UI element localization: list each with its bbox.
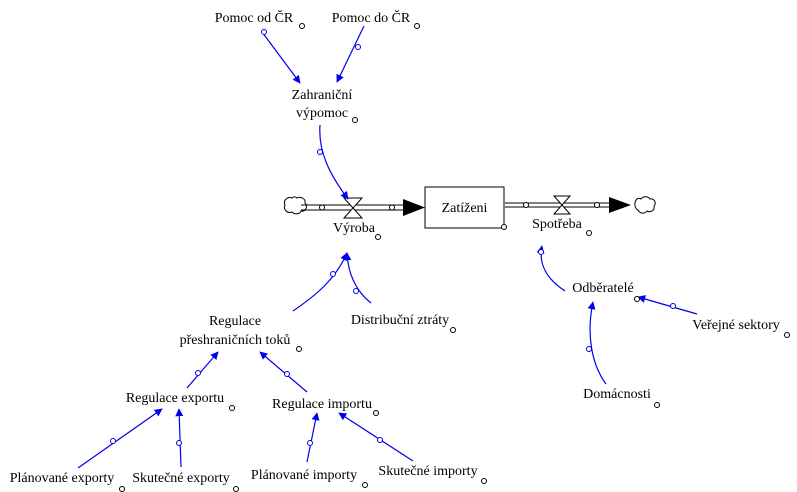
- label-handle[interactable]: [654, 402, 660, 408]
- pipe-handle[interactable]: [389, 204, 395, 211]
- link-plan-import-to-reg-import[interactable]: [306, 412, 320, 463]
- valve-icon[interactable]: [552, 195, 572, 215]
- stock-zatizeni[interactable]: Zatíženi: [424, 186, 507, 230]
- link-reg-import-to-regulace[interactable]: [259, 351, 308, 393]
- svg-text:Skutečné importy: Skutečné importy: [378, 464, 477, 479]
- flow-label-spotreba[interactable]: Spotřeba: [532, 217, 583, 232]
- label-handle[interactable]: [481, 478, 487, 484]
- svg-text:Regulace exportu: Regulace exportu: [126, 391, 224, 406]
- inflow-pipe: [284, 196, 425, 219]
- flow-arrow-icon: [403, 199, 425, 216]
- link-skut-export-to-reg-export[interactable]: [175, 408, 184, 468]
- label-handle[interactable]: [299, 23, 305, 29]
- variable-regulace-importu[interactable]: Regulace importu: [272, 397, 379, 416]
- stock-label: Zatíženi: [442, 201, 488, 216]
- svg-text:Veřejné sektory: Veřejné sektory: [692, 318, 779, 333]
- link-skut-import-to-reg-import[interactable]: [338, 412, 414, 462]
- link-zahranicni-to-vyroba[interactable]: [317, 124, 349, 200]
- flow-arrow-icon: [609, 197, 631, 213]
- svg-text:přeshraničních toků: přeshraničních toků: [180, 333, 291, 348]
- svg-text:Zahraniční: Zahraniční: [292, 88, 353, 103]
- label-handle[interactable]: [373, 410, 379, 416]
- label-handle[interactable]: [229, 405, 235, 411]
- svg-text:Plánované exporty: Plánované exporty: [10, 471, 115, 486]
- label-handle[interactable]: [634, 296, 640, 302]
- label-handle[interactable]: [586, 230, 592, 236]
- svg-text:Pomoc od ČR: Pomoc od ČR: [215, 9, 294, 26]
- link-regulace-to-vyroba[interactable]: [292, 252, 348, 312]
- label-handle[interactable]: [450, 327, 456, 333]
- svg-text:Plánované importy: Plánované importy: [251, 468, 357, 483]
- label-handle[interactable]: [352, 117, 358, 123]
- link-plan-export-to-reg-export[interactable]: [77, 408, 163, 469]
- link-handle[interactable]: [670, 303, 676, 309]
- svg-text:Odběratelé: Odběratelé: [572, 281, 633, 296]
- link-distribucni-to-vyroba[interactable]: [343, 252, 372, 304]
- link-handle[interactable]: [195, 370, 201, 376]
- link-handle[interactable]: [355, 44, 361, 50]
- label-handle[interactable]: [296, 346, 302, 352]
- link-pomoc-do-to-zahranicni[interactable]: [336, 25, 365, 83]
- pipe-handle[interactable]: [523, 202, 529, 208]
- link-reg-export-to-regulace[interactable]: [186, 351, 219, 389]
- variable-planovane-exporty[interactable]: Plánované exporty: [10, 471, 125, 492]
- variable-zahranicni-vypomoc[interactable]: Zahraniční výpomoc: [292, 88, 358, 123]
- link-odberatele-to-spotreba[interactable]: [536, 245, 566, 292]
- svg-text:Regulace: Regulace: [209, 314, 261, 329]
- link-handle[interactable]: [586, 346, 592, 352]
- label-handle[interactable]: [784, 332, 790, 338]
- variable-regulace-preshranicnich-toku[interactable]: Regulace přeshraničních toků: [180, 314, 302, 352]
- sink-cloud-icon: [634, 196, 656, 214]
- source-cloud-icon: [284, 196, 307, 215]
- link-domacnosti-to-odberatele[interactable]: [586, 301, 607, 385]
- variable-planovane-importy[interactable]: Plánované importy: [251, 468, 368, 488]
- label-handle[interactable]: [414, 23, 420, 29]
- svg-text:Skutečné exporty: Skutečné exporty: [132, 471, 230, 486]
- stock-handle[interactable]: [501, 224, 507, 230]
- link-pomoc-od-to-zahranicni[interactable]: [261, 29, 301, 84]
- valve-icon[interactable]: [342, 197, 364, 219]
- pipe-handle[interactable]: [594, 202, 600, 208]
- link-handle[interactable]: [176, 440, 182, 446]
- variable-distribucni-ztraty[interactable]: Distribuční ztráty: [351, 313, 456, 333]
- variable-verejne-sektory[interactable]: Veřejné sektory: [692, 318, 790, 338]
- link-handle[interactable]: [110, 438, 116, 444]
- link-handle[interactable]: [307, 440, 313, 446]
- variable-regulace-exportu[interactable]: Regulace exportu: [126, 391, 235, 411]
- label-handle[interactable]: [119, 486, 125, 492]
- link-handle[interactable]: [317, 149, 323, 155]
- label-handle[interactable]: [362, 482, 368, 488]
- svg-text:Distribuční ztráty: Distribuční ztráty: [351, 313, 449, 328]
- label-handle[interactable]: [233, 486, 239, 492]
- variable-odberatele[interactable]: Odběratelé: [572, 281, 633, 296]
- variable-skutecne-importy[interactable]: Skutečné importy: [378, 464, 487, 484]
- flow-label-vyroba[interactable]: Výroba: [333, 221, 376, 236]
- link-handle[interactable]: [353, 288, 359, 294]
- svg-text:výpomoc: výpomoc: [296, 106, 348, 121]
- variable-pomoc-do-cr[interactable]: Pomoc do ČR: [332, 9, 420, 29]
- link-handle[interactable]: [261, 29, 267, 35]
- pipe-handle[interactable]: [319, 204, 325, 211]
- svg-text:Pomoc do ČR: Pomoc do ČR: [332, 9, 411, 26]
- variable-domacnosti[interactable]: Domácnosti: [583, 387, 660, 408]
- link-handle[interactable]: [538, 249, 544, 255]
- svg-text:Regulace importu: Regulace importu: [272, 397, 372, 412]
- link-handle[interactable]: [330, 271, 336, 277]
- svg-text:Domácnosti: Domácnosti: [583, 387, 651, 402]
- link-handle[interactable]: [377, 437, 383, 443]
- link-handle[interactable]: [284, 371, 290, 377]
- variable-pomoc-od-cr[interactable]: Pomoc od ČR: [215, 9, 305, 29]
- label-handle[interactable]: [375, 234, 381, 240]
- variable-skutecne-exporty[interactable]: Skutečné exporty: [132, 471, 239, 492]
- outflow-pipe: [505, 195, 656, 215]
- link-verejne-to-odberatele[interactable]: [634, 295, 698, 315]
